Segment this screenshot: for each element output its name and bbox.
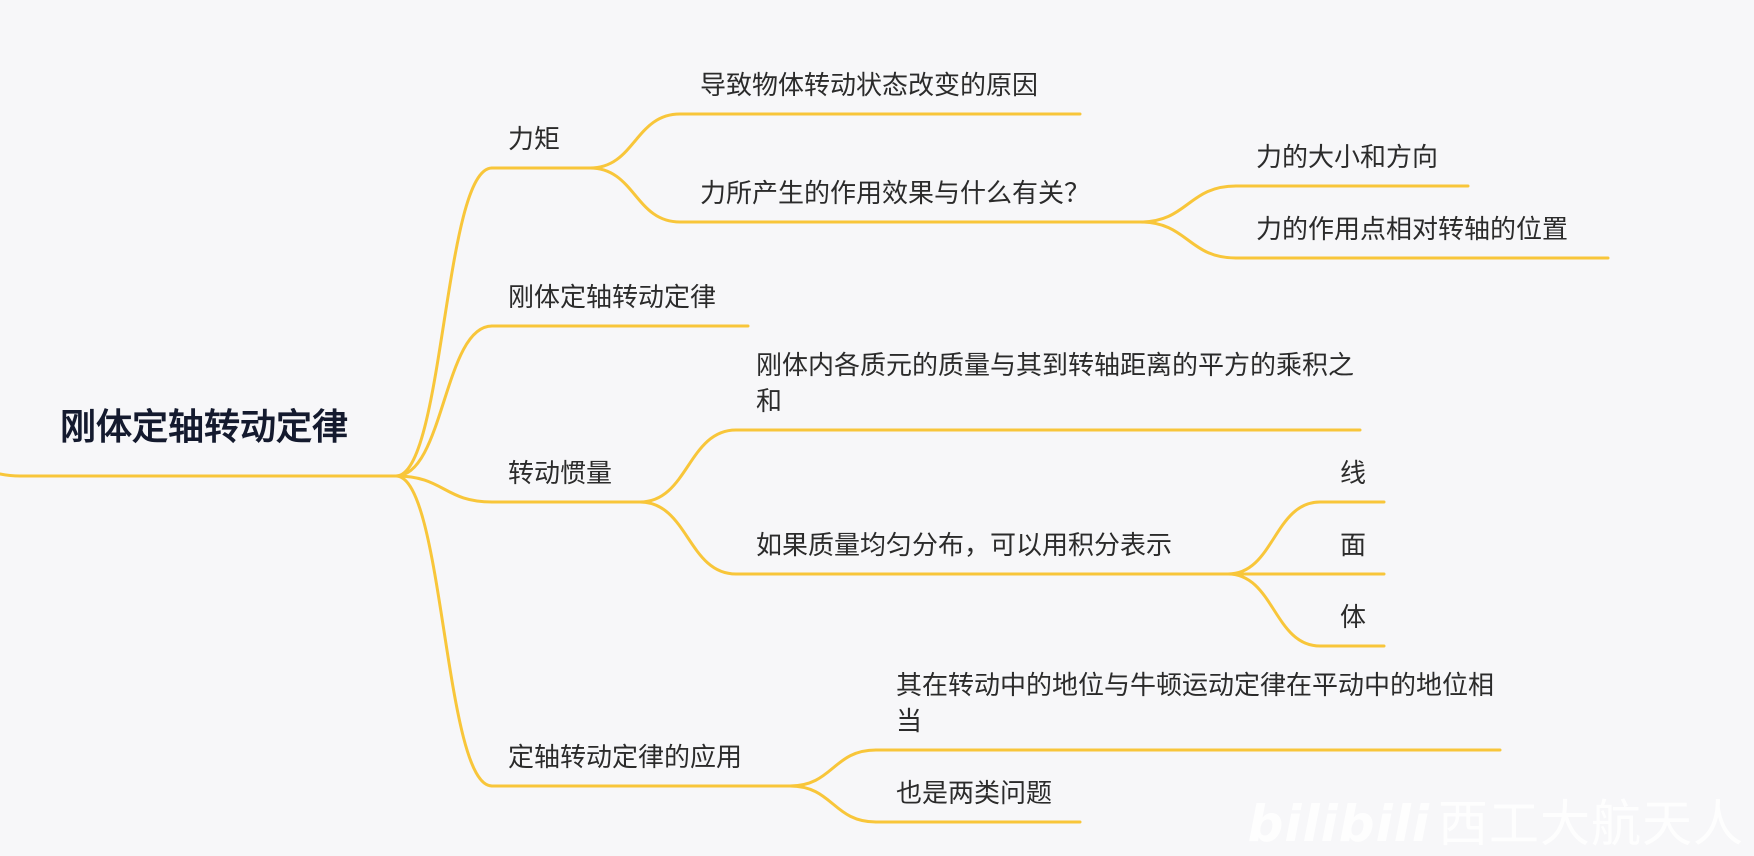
link-application-status (788, 748, 878, 788)
topic-inertia[interactable]: 转动惯量 (508, 459, 613, 489)
watermark-text: 西工大航天人 (1438, 795, 1744, 853)
topic-application[interactable]: 定轴转动定律的应用 (508, 743, 743, 773)
link-root-law (394, 324, 494, 478)
topic-integral-surface[interactable]: 面 (1340, 531, 1367, 561)
topic-force-position[interactable]: 力的作用点相对转轴的位置 (1256, 215, 1569, 245)
topic-integral-line[interactable]: 线 (1340, 459, 1367, 489)
root-topic[interactable]: 刚体定轴转动定律 (60, 407, 349, 448)
bilibili-logo: bilibili (1247, 795, 1430, 853)
topic-application-status[interactable]: 其在转动中的地位与牛顿运动定律在平动中的地位相当 (896, 671, 1495, 737)
topic-inertia-definition[interactable]: 刚体内各质元的质量与其到转轴距离的平方的乘积之和 (756, 351, 1355, 417)
link-integral-volume (1226, 572, 1322, 648)
link-effect-position (1138, 220, 1238, 260)
link-inertia-integral (638, 500, 738, 576)
topic-law[interactable]: 刚体定轴转动定律 (508, 283, 717, 313)
topic-force-magnitude[interactable]: 力的大小和方向 (1256, 143, 1439, 173)
link-torque-cause (588, 112, 682, 170)
root-stub (0, 472, 22, 478)
link-root-application (394, 474, 494, 788)
topic-integral-volume[interactable]: 体 (1340, 603, 1367, 633)
topic-inertia-integral[interactable]: 如果质量均匀分布，可以用积分表示 (756, 531, 1173, 561)
link-inertia-definition (638, 428, 738, 504)
link-integral-line (1226, 500, 1322, 576)
topic-torque[interactable]: 力矩 (508, 125, 561, 155)
link-torque-effect (588, 166, 682, 224)
link-root-inertia (394, 474, 494, 504)
topic-torque-cause[interactable]: 导致物体转动状态改变的原因 (700, 71, 1039, 101)
topic-application-problems[interactable]: 也是两类问题 (896, 779, 1053, 809)
topic-torque-effect[interactable]: 力所产生的作用效果与什么有关？ (700, 179, 1091, 209)
link-root-torque (394, 166, 494, 478)
link-application-problems (788, 784, 878, 824)
link-effect-magnitude (1138, 184, 1238, 224)
